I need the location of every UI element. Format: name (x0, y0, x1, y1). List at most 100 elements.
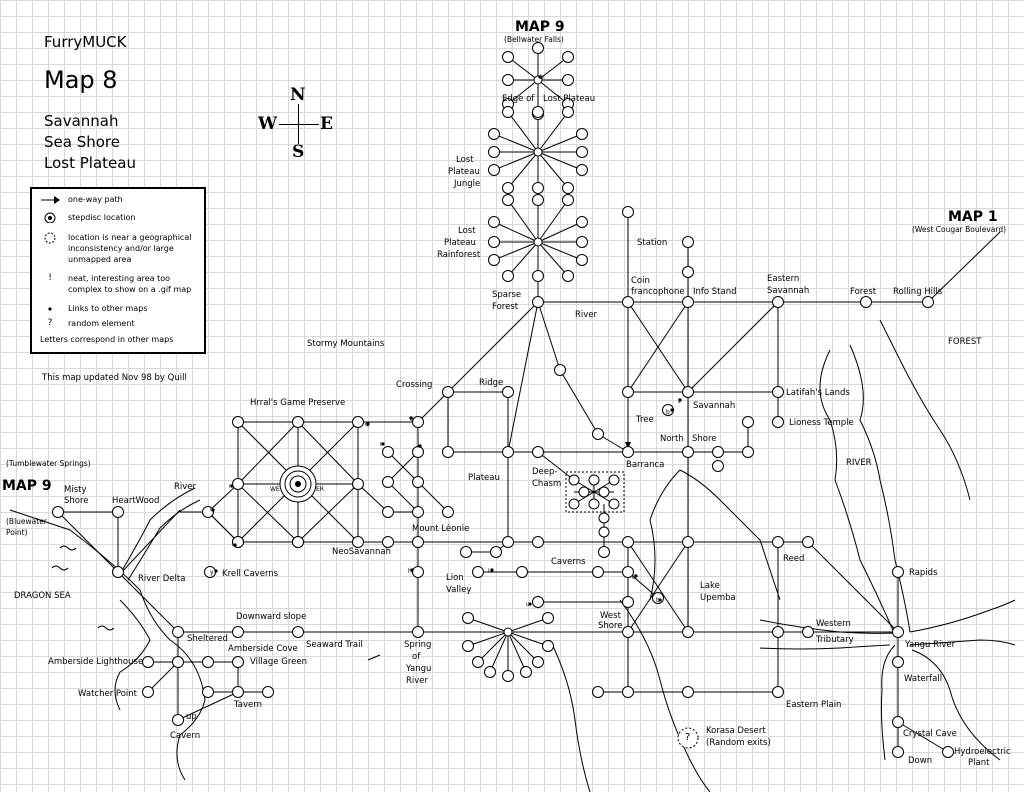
label-yangu-river: Yangu River (905, 640, 956, 650)
letter-b-2: b (656, 597, 660, 604)
map-location-node (802, 536, 814, 548)
letter-y: y (210, 569, 214, 576)
label-waterfall: Waterfall (904, 674, 943, 684)
label-krell-caverns: Krell Caverns (222, 569, 279, 579)
label-village-green: Village Green (250, 657, 307, 667)
map-location-node (892, 746, 904, 758)
map-location-node (532, 106, 544, 118)
map9-north-title[interactable]: MAP 9 (515, 19, 565, 35)
map-location-node (598, 512, 610, 524)
area-lost-plateau: Lost Plateau (44, 154, 136, 172)
map-location-node (682, 296, 694, 308)
label-heartwood: HeartWood (112, 496, 160, 506)
map-link-dot (410, 568, 414, 572)
map-location-node (502, 51, 514, 63)
map-location-node (942, 746, 954, 758)
map-location-node (608, 498, 620, 510)
map-location-node (532, 446, 544, 458)
map-location-node (568, 474, 580, 486)
map-link-dot (634, 574, 638, 578)
label-down: Down (908, 756, 933, 766)
letter-b-3: b (666, 409, 670, 416)
compass-east: E (320, 114, 333, 134)
map-location-node (112, 566, 124, 578)
map-location-node (622, 386, 634, 398)
map-location-node (532, 194, 544, 206)
map-location-node (490, 546, 502, 558)
map-location-node (622, 446, 634, 458)
map-location-node (742, 446, 754, 458)
map-location-node (562, 194, 574, 206)
label-random-element: ? (685, 732, 691, 743)
map-location-node (462, 612, 474, 624)
map-location-node (682, 536, 694, 548)
map-location-node (532, 656, 544, 668)
map-location-node (568, 498, 580, 510)
map-location-node (533, 147, 543, 157)
label-west: West (600, 611, 621, 621)
label-cavern: Cavern (170, 731, 201, 741)
compass-west: W (258, 114, 278, 134)
label-lpj-3: Jungle (454, 179, 481, 189)
question-icon: ? (47, 318, 53, 328)
map-location-node (608, 474, 620, 486)
label-hrrals-game-preserve: Hrral's Game Preserve (250, 398, 346, 408)
map-location-node (532, 296, 544, 308)
map-location-node (588, 498, 600, 510)
map-location-node (772, 386, 784, 398)
label-plateau: Plateau (468, 473, 500, 483)
map-location-node (488, 236, 500, 248)
map-location-node (562, 106, 574, 118)
label-stormy-mountains: Stormy Mountains (307, 339, 385, 349)
map-location-node (532, 596, 544, 608)
map-location-node (352, 536, 364, 548)
letter-d: d (632, 574, 636, 581)
map-location-node (562, 182, 574, 194)
label-forest: Forest (850, 287, 877, 297)
label-lpj-2: Plateau (448, 167, 480, 177)
letter-we: WE (270, 486, 280, 493)
map-location-node (488, 216, 500, 228)
label-misty-shore: Shore (64, 496, 89, 506)
label-valley: Valley (446, 585, 472, 595)
label-rapids: Rapids (909, 568, 938, 578)
coastlines-and-rivers (9, 319, 1016, 792)
map-location-node (712, 446, 724, 458)
label-forest-region: FOREST (948, 337, 982, 347)
map-location-node (202, 506, 214, 518)
label-sheltered: Sheltered (187, 634, 228, 644)
label-sparse: Sparse (492, 290, 522, 300)
map-location-node (488, 164, 500, 176)
label-eastern: Eastern (767, 274, 800, 284)
map-location-node (576, 164, 588, 176)
label-crossing: Crossing (396, 380, 433, 390)
map-location-node (562, 51, 574, 63)
label-river-region: RIVER (846, 458, 872, 468)
map-location-node (352, 416, 364, 428)
label-savannah: Savannah (693, 401, 736, 411)
compass-south: S (292, 142, 305, 162)
map9-west-above: (Tumblewater Springs) (6, 459, 91, 468)
letter-u: u (488, 567, 492, 574)
dot-icon (40, 303, 60, 314)
map-location-node (532, 536, 544, 548)
map-location-node (682, 446, 694, 458)
map-link-dot (670, 408, 674, 412)
map-location-node (554, 364, 566, 376)
map-location-node (892, 626, 904, 638)
map1-title[interactable]: MAP 1 (948, 209, 998, 225)
korasa-desert-dashed-circle (677, 727, 699, 749)
map-location-node (232, 656, 244, 668)
map-link-dot (381, 442, 385, 446)
map9-west-title[interactable]: MAP 9 (2, 478, 52, 494)
map-link-dot (233, 543, 237, 547)
letter-b: b (540, 74, 544, 81)
letter-t: t (678, 398, 681, 405)
map-location-node (592, 686, 604, 698)
map-location-node (172, 714, 184, 726)
map-location-node (112, 506, 124, 518)
letter-i: i (232, 541, 234, 548)
label-random-exits: (Random exits) (706, 738, 771, 748)
map-location-node (592, 566, 604, 578)
map-location-node (576, 146, 588, 158)
